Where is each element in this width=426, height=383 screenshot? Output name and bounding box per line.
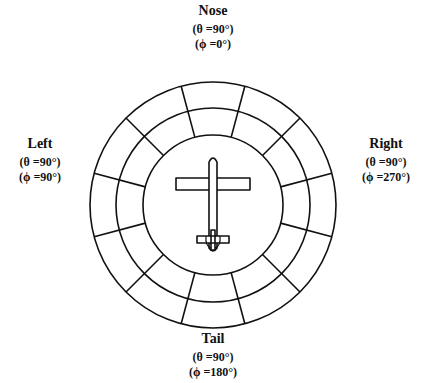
tail-detail	[206, 236, 220, 248]
grid-spoke	[231, 273, 245, 324]
direction-label: Left	[28, 137, 53, 151]
airplane-silhouette	[176, 158, 250, 251]
direction-label: Tail	[202, 332, 225, 346]
angle-label: (ϕ =0°)	[195, 37, 231, 51]
grid-spoke	[281, 173, 332, 187]
grid-spoke	[181, 273, 195, 324]
angle-label: (θ =90°)	[193, 350, 234, 364]
grid-ring	[143, 135, 283, 275]
angle-label: (θ =90°)	[20, 155, 61, 169]
grid-spoke	[262, 118, 299, 155]
tailplane	[197, 236, 229, 243]
angle-label: (ϕ =270°)	[362, 170, 410, 184]
grid-spoke	[94, 173, 145, 187]
fin	[211, 230, 215, 250]
grid-spoke	[181, 86, 195, 137]
angle-label: (ϕ =180°)	[189, 365, 237, 379]
grid-ring	[116, 108, 310, 302]
grid-spoke	[126, 254, 163, 291]
grid-spoke	[262, 254, 299, 291]
grid-spoke	[126, 118, 163, 155]
grid-spoke	[281, 223, 332, 237]
direction-label: Nose	[199, 4, 228, 18]
grid-spoke	[94, 223, 145, 237]
angle-label: (θ =90°)	[366, 155, 407, 169]
angle-label: (θ =90°)	[193, 22, 234, 36]
direction-label: Right	[369, 137, 402, 151]
grid-spoke	[231, 86, 245, 137]
angle-label: (ϕ =90°)	[19, 170, 61, 184]
grid-ring	[90, 82, 336, 328]
